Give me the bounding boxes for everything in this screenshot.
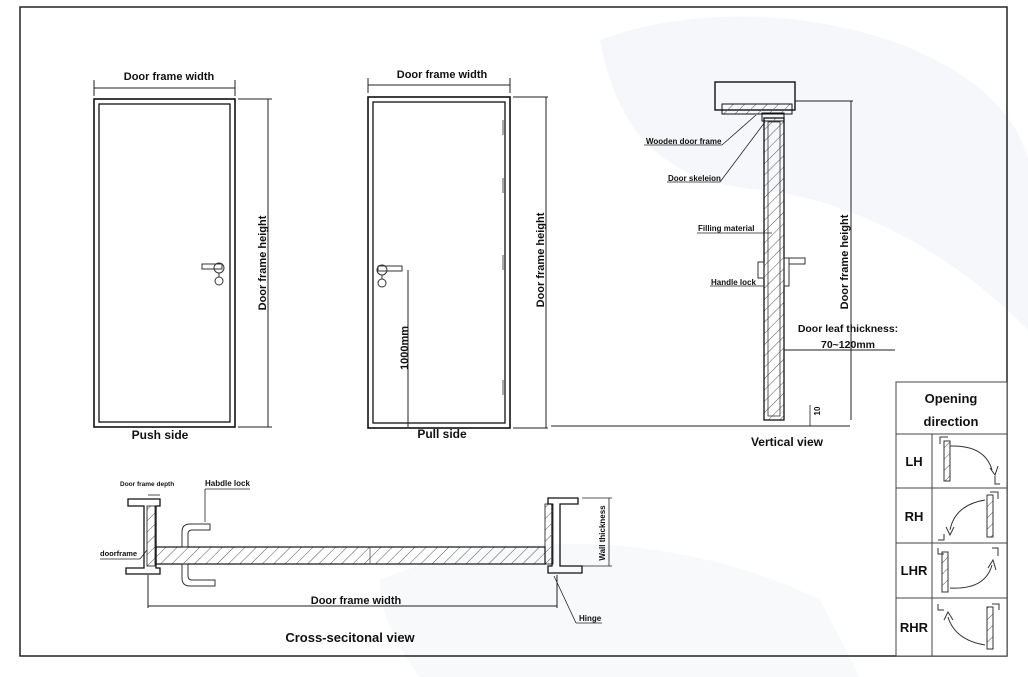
skeleton-label: Door skeleion bbox=[668, 174, 721, 183]
pull-door-leaf bbox=[372, 101, 506, 424]
pull-height-label: Door frame height bbox=[535, 212, 547, 307]
pull-side-view: Door frame width 1000mm Door frame heigh… bbox=[367, 69, 548, 441]
door-leaf-section bbox=[763, 117, 785, 421]
gap-value-label: 10 bbox=[813, 406, 822, 415]
rh-swing-icon bbox=[938, 491, 999, 541]
handle-lock-cross-label: Habdle lock bbox=[205, 479, 250, 488]
pull-door-frame bbox=[367, 96, 511, 429]
opening-title-line2: direction bbox=[924, 414, 979, 429]
row-label-rhr: RHR bbox=[900, 620, 929, 635]
leaf-thickness-label: Door leaf thickness: bbox=[798, 323, 898, 335]
doorframe-label: doorframe bbox=[100, 549, 137, 558]
push-door-leaf bbox=[98, 103, 231, 423]
cross-width-label: Door frame width bbox=[311, 595, 402, 607]
opening-direction-table: Opening direction LH RH LHR RHR bbox=[895, 381, 1008, 657]
wall-thickness-label: Wall thickness bbox=[598, 505, 607, 561]
cross-section-caption: Cross-secitonal view bbox=[285, 630, 415, 645]
rhr-swing-icon bbox=[937, 603, 1000, 650]
vertical-height-label: Door frame height bbox=[839, 214, 851, 309]
hinge-label: Hinge bbox=[579, 614, 602, 623]
vertical-view: Door frame height Wooden door frame Door… bbox=[551, 81, 898, 449]
push-door-frame bbox=[93, 98, 236, 428]
lh-swing-icon bbox=[939, 436, 1000, 485]
pull-width-label: Door frame width bbox=[397, 69, 488, 81]
handle-lock-label: Handle lock bbox=[711, 278, 756, 287]
push-handle-icon bbox=[201, 262, 225, 286]
cross-door-leaf bbox=[155, 546, 546, 565]
pull-side-caption: Pull side bbox=[417, 427, 467, 441]
background-watermark bbox=[380, 16, 1028, 677]
cross-section-view: Door frame depth Habdle lock doorframe W… bbox=[100, 479, 612, 645]
row-label-lh: LH bbox=[905, 454, 922, 469]
push-height-label: Door frame height bbox=[257, 215, 269, 310]
lhr-swing-icon bbox=[937, 547, 999, 593]
row-label-rh: RH bbox=[905, 509, 924, 524]
push-side-caption: Push side bbox=[132, 428, 189, 442]
leaf-thickness-value: 70~120mm bbox=[821, 339, 875, 351]
row-label-lhr: LHR bbox=[901, 563, 928, 578]
frame-depth-label: Door frame depth bbox=[120, 481, 174, 488]
vertical-view-caption: Vertical view bbox=[751, 435, 824, 449]
opening-title-line1: Opening bbox=[925, 391, 978, 406]
vertical-handle-icon bbox=[757, 257, 806, 287]
push-side-view: Door frame width Door frame height Push … bbox=[93, 71, 272, 442]
wooden-frame-label: Wooden door frame bbox=[646, 137, 722, 146]
drawing-border bbox=[19, 6, 1008, 657]
push-width-label: Door frame width bbox=[124, 71, 215, 83]
pull-handle-icon bbox=[376, 264, 403, 288]
cross-handle-icon bbox=[181, 523, 216, 587]
handle-height-label: 1000mm bbox=[399, 326, 411, 370]
filling-label: Filling material bbox=[698, 224, 754, 233]
